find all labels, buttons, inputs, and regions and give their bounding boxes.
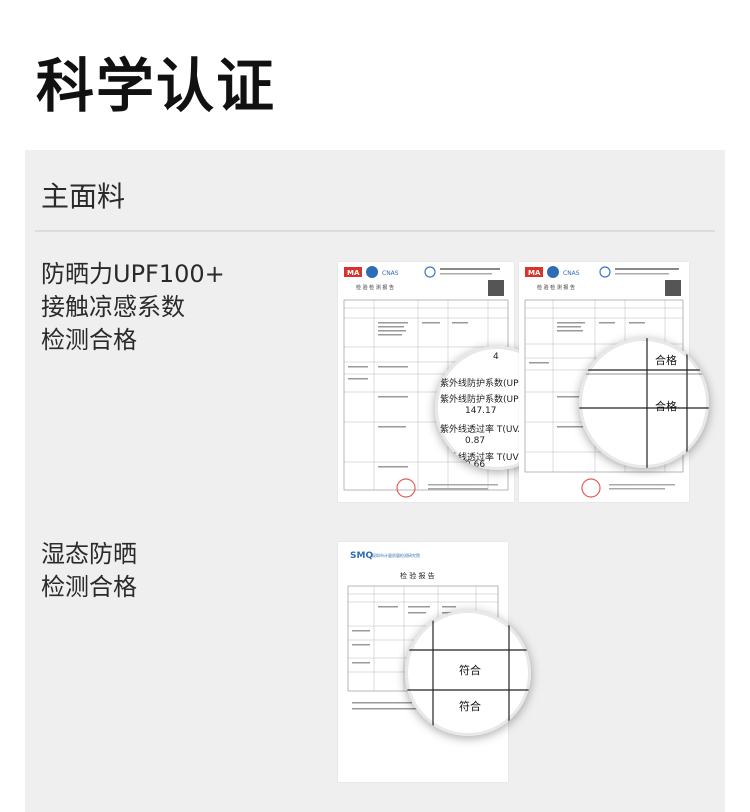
item-wet-text: 湿态防晒 检测合格 bbox=[41, 538, 137, 604]
cnas-logo-2: CNAS bbox=[563, 270, 580, 277]
certification-panel: 主面料 防晒力UPF100+ 接触凉感系数 检测合格 湿态防晒 检测合格 MA … bbox=[25, 150, 725, 812]
ma-logo: MA bbox=[347, 269, 360, 277]
item-upf-line-2: 接触凉感系数 bbox=[41, 293, 185, 321]
conform-magnifier: 符合 符合 bbox=[405, 610, 531, 736]
mag-uva-label: 紫外线透过率 T(UVA)AV(%) bbox=[440, 425, 556, 435]
mag-upf-label: 紫外线防护系数(UPF) bbox=[440, 379, 528, 389]
mag-upfav-label: 紫外线防护系数(UPF)AV bbox=[440, 395, 539, 405]
item-upf-line-3: 检测合格 bbox=[41, 326, 137, 354]
mag-uvb-label: 紫外线透过率 T(UVB)AV(%) bbox=[440, 453, 556, 463]
item-wet-line-2: 检测合格 bbox=[41, 573, 137, 601]
conform-label-1: 符合 bbox=[459, 664, 481, 677]
ma-logo-2: MA bbox=[528, 269, 541, 277]
item-upf-text: 防晒力UPF100+ 接触凉感系数 检测合格 bbox=[41, 258, 225, 357]
conform-label-2: 符合 bbox=[459, 700, 481, 713]
mag-uva-value: 0.87 bbox=[465, 436, 486, 446]
pass-label-2: 合格 bbox=[655, 400, 677, 413]
smq-heading: 检 验 报 告 bbox=[400, 571, 435, 580]
item-upf-line-1: 防晒力UPF100+ bbox=[41, 260, 225, 288]
mag-uvb-value: 0.66 bbox=[465, 460, 486, 470]
report-heading-1: 检 验 检 测 报 告 bbox=[356, 284, 394, 291]
smq-logo: SMQ bbox=[350, 551, 373, 561]
pass-magnifier: 合格 合格 bbox=[579, 338, 709, 468]
report-heading-2: 检 验 检 测 报 告 bbox=[537, 284, 575, 291]
section-divider bbox=[35, 230, 715, 232]
smq-org-name: 深圳市计量质量检测研究院 bbox=[372, 552, 420, 558]
page-title: 科学认证 bbox=[36, 52, 277, 120]
pass-label-1: 合格 bbox=[655, 354, 677, 367]
item-wet-line-1: 湿态防晒 bbox=[41, 540, 137, 568]
mag-top-value: 4 bbox=[493, 352, 499, 362]
section-title: 主面料 bbox=[41, 180, 126, 213]
cnas-logo: CNAS bbox=[382, 270, 399, 277]
mag-upfav-value: 147.17 bbox=[465, 406, 497, 416]
